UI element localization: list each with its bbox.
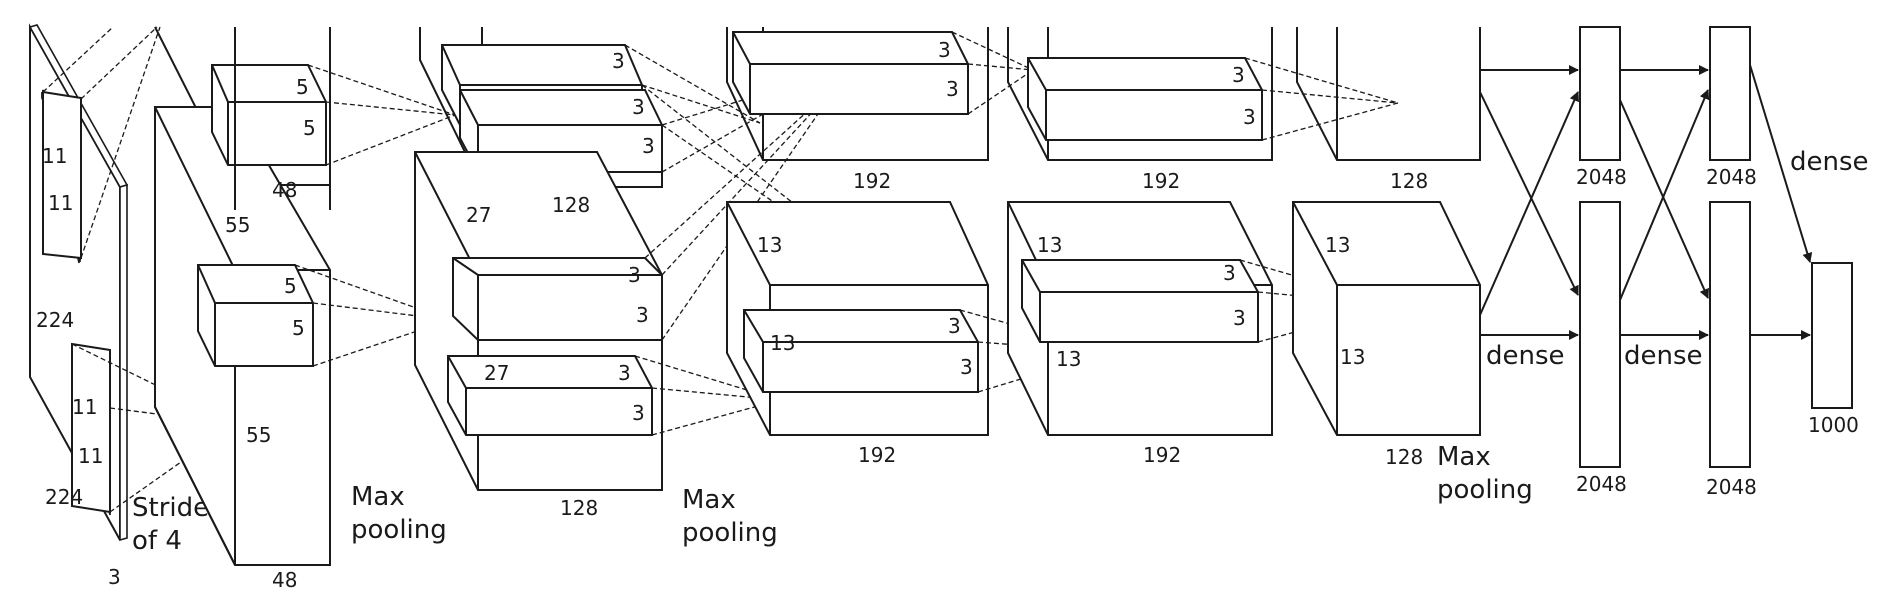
conv5-bottom-size-label-1: 13	[1325, 233, 1350, 257]
conv2-bottom-kernel-label-3: 3	[618, 361, 631, 385]
conv1-bottom-kernel-h-label: 5	[292, 316, 305, 340]
input-kernel2-width-label: 11	[72, 395, 97, 419]
dense-label-2: dense	[1624, 341, 1703, 371]
conv5-top-depth-label: 128	[1390, 169, 1428, 193]
conv3-top-kernel-label-2: 3	[946, 77, 959, 101]
input-kernel-box-1-face	[42, 90, 82, 260]
input-width-label: 224	[45, 485, 83, 509]
conv5-top-volume	[1296, 27, 1481, 161]
conv1-bottom-depth-label: 48	[272, 568, 297, 592]
input-depth-label: 3	[108, 565, 121, 589]
conv2-top-kernel-label-3: 3	[642, 134, 655, 158]
conv2-top-kernel-label-1: 3	[612, 49, 625, 73]
pool3-label-line2: pooling	[1437, 475, 1533, 505]
fc-connection-arrows	[1479, 64, 1813, 340]
stride-label-line2: of 4	[132, 526, 182, 556]
conv1-top-size-label: 55	[225, 213, 250, 237]
conv2-top-depth-label: 128	[552, 193, 590, 217]
conv1-top-kernel-h-label: 5	[303, 116, 316, 140]
conv2-top-kernel-label-2: 3	[632, 95, 645, 119]
conv4-top-kernel	[1027, 57, 1263, 141]
conv4-bottom-kernel-label-2: 3	[1233, 306, 1246, 330]
input-kernel2-height-label: 11	[78, 444, 103, 468]
conv5-bottom-volume	[1292, 201, 1481, 436]
conv3-bottom-kernel-label-2: 3	[960, 355, 973, 379]
dense-label-3: dense	[1790, 147, 1869, 177]
conv2-bottom-kernel-label-2: 3	[636, 303, 649, 327]
conv1-top-depth-label: 48	[272, 178, 297, 202]
fc7-bottom-layer	[1709, 201, 1751, 468]
output-layer	[1811, 262, 1853, 409]
conv4-top-kernel-label-2: 3	[1243, 105, 1256, 129]
input-height-label: 224	[36, 308, 74, 332]
conv2-top-size-label: 27	[466, 203, 491, 227]
conv4-bottom-size-label-1: 13	[1037, 233, 1062, 257]
conv2-bottom-kernel-label-4: 3	[632, 401, 645, 425]
input-kernel-width-label: 11	[42, 144, 67, 168]
conv3-top-kernel	[732, 31, 969, 115]
conv1-bottom-size-label: 55	[246, 423, 271, 447]
pool3-label-line1: Max	[1437, 442, 1491, 472]
pool1-label-line2: pooling	[351, 515, 447, 545]
conv4-top-kernel-label-1: 3	[1232, 63, 1245, 87]
conv1-bottom-kernel-w-label: 5	[284, 274, 297, 298]
pool1-label-line1: Max	[351, 482, 405, 512]
conv4-bottom-depth-label: 192	[1143, 443, 1181, 467]
pool2-label-line2: pooling	[682, 518, 778, 548]
conv4-bottom-kernel-label-1: 3	[1223, 261, 1236, 285]
pool2-label-line1: Max	[682, 485, 736, 515]
fc7-bottom-units-label: 2048	[1706, 475, 1757, 499]
conv2-bottom-depth-label: 128	[560, 496, 598, 520]
conv3-top-kernel-label-1: 3	[938, 38, 951, 62]
conv2-bottom-kernel-label-1: 3	[628, 263, 641, 287]
conv3-bottom-size-label-2: 13	[770, 331, 795, 355]
fc6-bottom-layer	[1579, 201, 1621, 468]
stride-label-line1: Stride	[132, 493, 209, 523]
conv2-bottom-size-label: 27	[484, 361, 509, 385]
output-units-label: 1000	[1808, 413, 1859, 437]
input-kernel-height-label: 11	[48, 191, 73, 215]
conv4-bottom-size-label-2: 13	[1056, 347, 1081, 371]
conv5-bottom-size-label-2: 13	[1340, 345, 1365, 369]
conv3-bottom-depth-label: 192	[858, 443, 896, 467]
conv1-top-kernel	[211, 64, 327, 166]
fc6-top-units-label: 2048	[1576, 165, 1627, 189]
conv5-bottom-depth-label: 128	[1385, 445, 1423, 469]
dense-label-1: dense	[1486, 341, 1565, 371]
conv3-bottom-kernel-label-1: 3	[948, 314, 961, 338]
fc7-top-layer	[1709, 26, 1751, 161]
fc6-top-layer	[1579, 26, 1621, 161]
conv1-top-kernel-w-label: 5	[296, 75, 309, 99]
fc7-top-units-label: 2048	[1706, 165, 1757, 189]
fc6-bottom-units-label: 2048	[1576, 472, 1627, 496]
conv3-top-depth-label: 192	[853, 169, 891, 193]
conv3-bottom-size-label-1: 13	[757, 233, 782, 257]
conv4-top-depth-label: 192	[1142, 169, 1180, 193]
